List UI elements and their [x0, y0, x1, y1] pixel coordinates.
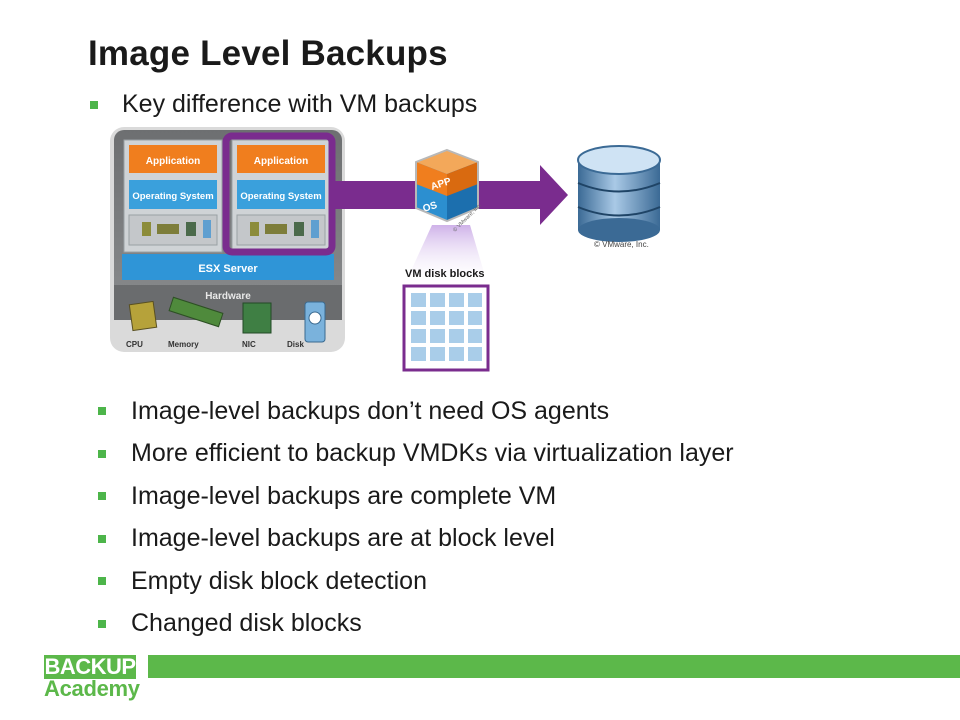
vm-highlight-frame	[222, 132, 336, 256]
logo-academy: Academy	[44, 676, 140, 701]
vm-left-app-label: Application	[146, 156, 200, 167]
bullet-list: Image-level backups don’t need OS agents…	[98, 390, 734, 645]
sub-bullet: Key difference with VM backups	[90, 90, 477, 119]
disk-block-grid	[402, 284, 490, 372]
esx-server-label: ESX Server	[198, 263, 258, 275]
bullet-square-icon	[98, 534, 106, 543]
slide-title: Image Level Backups	[88, 34, 448, 73]
hw-disk-label: Disk	[287, 340, 304, 349]
list-item: Empty disk block detection	[98, 560, 734, 603]
bullet-square-icon	[98, 492, 106, 501]
bullet-square-icon	[98, 577, 106, 586]
bullet-text: Image-level backups are complete VM	[131, 481, 557, 510]
db-copyright: © VMware, Inc.	[594, 240, 649, 249]
vm-left-os-label: Operating System	[132, 191, 213, 202]
bullet-text: Image-level backups are at block level	[131, 524, 555, 553]
bullet-square-icon	[98, 619, 106, 628]
cube-os-label: OS	[422, 200, 439, 215]
sub-bullet-text: Key difference with VM backups	[122, 90, 478, 118]
list-item: Changed disk blocks	[98, 603, 734, 646]
vm-cube-icon: APP OS © VMware, Inc.	[415, 148, 483, 233]
esx-host-graphic: Application Operating System Application…	[110, 127, 345, 352]
bullet-square-icon	[90, 100, 98, 109]
footer-bar	[148, 655, 960, 678]
vm-right-os-label: Operating System	[240, 191, 321, 202]
list-item: Image-level backups are complete VM	[98, 475, 734, 518]
hardware-label: Hardware	[205, 291, 251, 302]
bullet-text: Image-level backups don’t need OS agents	[131, 396, 610, 425]
logo-backup: BACKUP	[44, 654, 136, 679]
list-item: More efficient to backup VMDKs via virtu…	[98, 433, 734, 476]
vm-disk-blocks-label: VM disk blocks	[405, 268, 484, 280]
database-icon: © VMware, Inc.	[577, 145, 661, 249]
bullet-text: Changed disk blocks	[131, 609, 362, 638]
bullet-text: Empty disk block detection	[131, 566, 427, 595]
hw-cpu-label: CPU	[126, 340, 143, 349]
bullet-square-icon	[98, 449, 106, 458]
hw-memory-label: Memory	[168, 340, 199, 349]
list-item: Image-level backups are at block level	[98, 518, 734, 561]
hw-nic-label: NIC	[242, 340, 256, 349]
bullet-square-icon	[98, 407, 106, 416]
bullet-text: More efficient to backup VMDKs via virtu…	[131, 439, 734, 468]
list-item: Image-level backups don’t need OS agents	[98, 390, 734, 433]
vm-right-app-label: Application	[254, 156, 308, 167]
disk-beam	[404, 225, 488, 286]
